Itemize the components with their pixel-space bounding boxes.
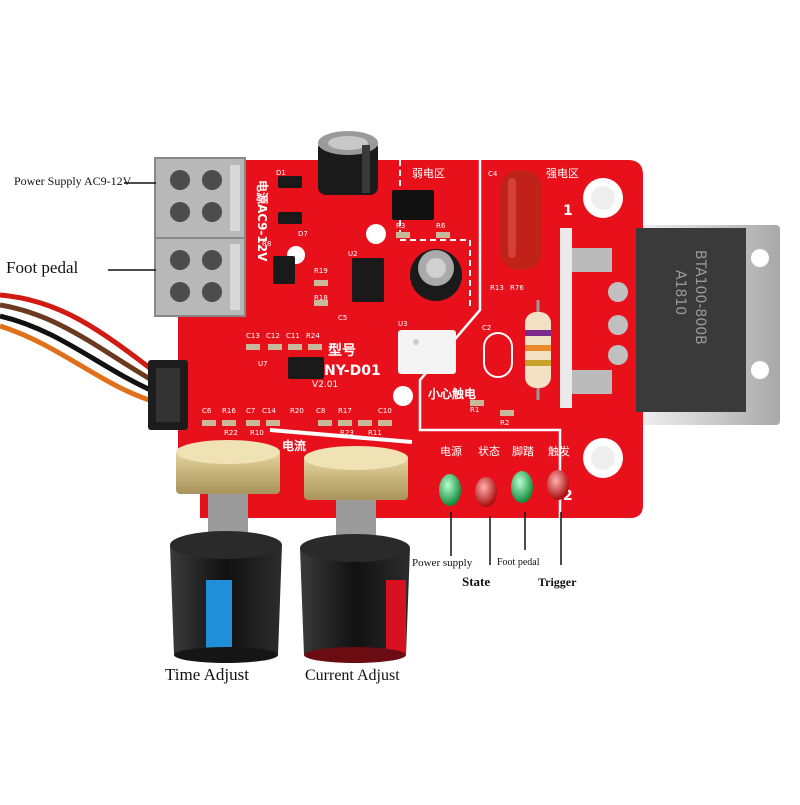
state-led (475, 477, 497, 507)
svg-text:R23: R23 (340, 429, 354, 437)
led-label-power: 电源 (440, 444, 462, 458)
svg-text:D7: D7 (298, 230, 308, 238)
svg-text:U2: U2 (348, 250, 358, 258)
svg-text:R8: R8 (262, 240, 271, 248)
model-label: 型号 (328, 342, 356, 359)
svg-text:R20: R20 (290, 407, 304, 415)
annotation-lines (108, 182, 562, 565)
svg-text:U3: U3 (398, 320, 408, 328)
svg-text:R13: R13 (490, 284, 504, 292)
power-supply-input-label: Power Supply AC9-12V (14, 174, 132, 188)
svg-text:C14: C14 (262, 407, 276, 415)
electrolytic-capacitor-small (410, 249, 462, 301)
foot-pedal-led (511, 471, 533, 503)
current-board-label: 电流 (282, 438, 306, 453)
smd-components (202, 176, 514, 426)
time-adjust-knob (170, 531, 282, 663)
component-refs: D1 D7 C13 C12 C11 R24 U2 U3 R19 R18 C5 R… (202, 169, 524, 437)
current-potentiometer (304, 446, 408, 542)
svg-text:R3: R3 (396, 222, 405, 230)
current-adjust-knob (300, 534, 410, 663)
version-label: V2.01 (312, 380, 338, 390)
svg-text:C8: C8 (316, 407, 325, 415)
mount-label-2: 2 (563, 488, 573, 504)
svg-text:C2: C2 (482, 324, 491, 332)
svg-text:R19: R19 (314, 267, 328, 275)
power-terminal-block (154, 157, 246, 239)
pedal-terminal-block (154, 237, 246, 317)
trigger-led (547, 470, 569, 500)
led-power-supply-label: Power supply (412, 557, 473, 569)
current-adjust-label: Current Adjust (305, 667, 400, 684)
power-board-label: 电源AC9-12V (255, 180, 270, 262)
led-state-label: State (462, 574, 491, 589)
svg-text:R16: R16 (222, 407, 236, 415)
strong-zone-label: 强电区 (546, 167, 579, 180)
weak-zone-label: 弱电区 (412, 167, 445, 180)
silkscreen: 强电区 弱电区 型号 NY-D01 V2.01 小心触电 电流 电源AC9-12… (202, 167, 579, 504)
led-label-pedal: 脚踏 (512, 444, 534, 458)
model-name: NY-D01 (324, 363, 381, 379)
svg-text:C11: C11 (286, 332, 300, 340)
svg-text:R1: R1 (470, 406, 479, 414)
time-adjust-label: Time Adjust (165, 665, 249, 684)
svg-text:R22: R22 (224, 429, 238, 437)
time-potentiometer (176, 440, 280, 536)
svg-text:R11: R11 (368, 429, 382, 437)
thyristor-marking-1: BTA100-800B (692, 250, 708, 345)
small-shock-label: 小心触电 (428, 386, 476, 401)
svg-text:R6: R6 (436, 222, 446, 230)
svg-text:R2: R2 (500, 419, 509, 427)
svg-text:C6: C6 (202, 407, 212, 415)
svg-text:C4: C4 (488, 170, 498, 178)
power-resistor (525, 300, 551, 400)
crystal-outline (483, 332, 513, 378)
svg-text:C7: C7 (246, 407, 255, 415)
led-label-state: 状态 (478, 444, 500, 458)
led-label-trigger: 触发 (548, 444, 570, 458)
svg-text:C12: C12 (266, 332, 280, 340)
svg-text:R10: R10 (250, 429, 264, 437)
wire-harness (0, 292, 157, 405)
thyristor: BTA100-800B A1810 (560, 228, 746, 412)
film-capacitor (500, 170, 542, 270)
svg-text:R17: R17 (338, 407, 352, 415)
led-trigger-label: Trigger (538, 575, 577, 589)
electrolytic-capacitor-large (318, 131, 378, 195)
thyristor-marking-2: A1810 (672, 270, 688, 315)
mount-label-1: 1 (563, 203, 573, 219)
svg-text:C13: C13 (246, 332, 260, 340)
svg-text:R18: R18 (314, 294, 328, 302)
svg-text:C5: C5 (338, 314, 347, 322)
svg-text:C10: C10 (378, 407, 392, 415)
svg-text:R76: R76 (510, 284, 524, 292)
svg-text:U7: U7 (258, 360, 268, 368)
optocoupler (398, 330, 456, 374)
svg-text:D1: D1 (276, 169, 286, 177)
power-led (439, 474, 461, 506)
wire-connector (148, 360, 188, 430)
led-foot-pedal-label: Foot pedal (497, 557, 540, 568)
foot-pedal-input-label: Foot pedal (6, 258, 79, 277)
svg-text:R24: R24 (306, 332, 320, 340)
